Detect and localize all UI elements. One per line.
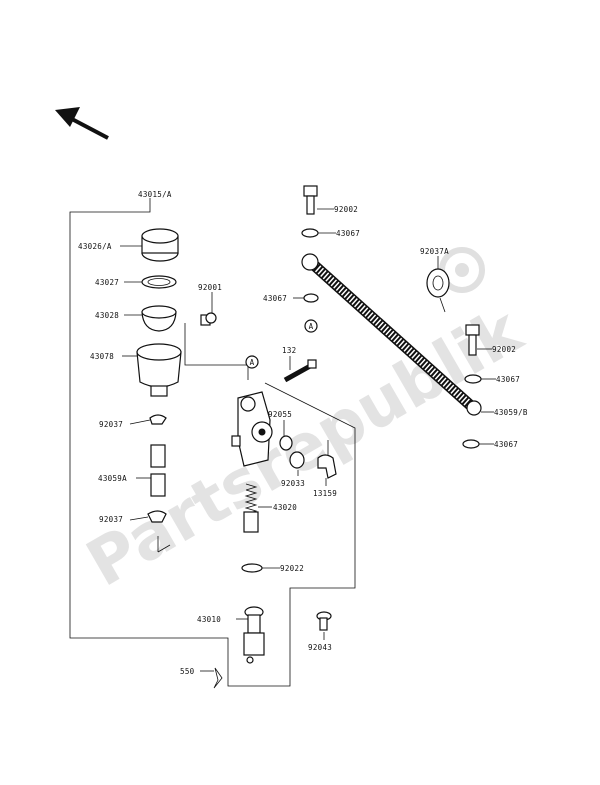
ref-marker-a-hose: A bbox=[304, 319, 318, 333]
label-clevis-pin: 92043 bbox=[308, 643, 332, 652]
washer-top bbox=[301, 228, 319, 238]
label-plate: 43027 bbox=[95, 278, 119, 287]
ref-marker-label: A bbox=[309, 322, 314, 331]
label-cotter-pin: 550 bbox=[180, 667, 195, 676]
cotter-pin bbox=[213, 667, 223, 689]
o-ring bbox=[279, 435, 293, 451]
label-screw: 92001 bbox=[198, 283, 222, 292]
label-push-rod: 43010 bbox=[197, 615, 221, 624]
bolt-right bbox=[465, 324, 480, 356]
label-washer-bottom: 43067 bbox=[494, 440, 518, 449]
washer-right bbox=[464, 374, 482, 384]
hose-clamp-bottom bbox=[147, 510, 167, 523]
label-o-ring: 92055 bbox=[268, 410, 292, 419]
label-washer-top: 43067 bbox=[336, 229, 360, 238]
label-diaphragm: 43028 bbox=[95, 311, 119, 320]
elbow-fitting bbox=[317, 440, 337, 479]
ref-marker-a-body: A bbox=[245, 355, 259, 369]
label-circlip: 92022 bbox=[280, 564, 304, 573]
label-elbow: 13159 bbox=[313, 489, 337, 498]
washer-bottom bbox=[462, 439, 480, 449]
label-washer-mid: 43067 bbox=[263, 294, 287, 303]
arrow-up-left-icon bbox=[55, 107, 109, 140]
label-washer-right: 43067 bbox=[496, 375, 520, 384]
label-clamp-bottom: 92037 bbox=[99, 515, 123, 524]
label-assembly: 43015/A bbox=[138, 190, 172, 199]
assembly-frame bbox=[69, 198, 356, 687]
diaphragm bbox=[141, 305, 177, 332]
label-bolt-right: 92002 bbox=[492, 345, 516, 354]
push-rod bbox=[243, 606, 265, 664]
label-banjo: 92037A bbox=[420, 247, 449, 256]
reservoir-plate bbox=[141, 275, 177, 289]
clevis-pin bbox=[316, 611, 332, 631]
circlip bbox=[241, 563, 263, 573]
master-cylinder-body bbox=[231, 391, 273, 467]
washer-mid bbox=[303, 293, 319, 303]
spring bbox=[243, 483, 259, 533]
hose-clamp-top bbox=[149, 414, 167, 425]
body-bolt bbox=[283, 359, 317, 383]
label-body-bolt: 132 bbox=[282, 346, 296, 355]
label-reservoir: 43078 bbox=[90, 352, 114, 361]
label-circlip-small: 92033 bbox=[281, 479, 305, 488]
label-cap: 43026/A bbox=[78, 242, 112, 251]
brake-hose bbox=[301, 253, 482, 416]
label-spring: 43020 bbox=[273, 503, 297, 512]
screw bbox=[200, 312, 217, 326]
label-hose: 43059/B bbox=[494, 408, 528, 417]
label-clamp-top: 92037 bbox=[99, 420, 123, 429]
banjo-fitting bbox=[426, 268, 450, 313]
label-short-hose: 43059A bbox=[98, 474, 127, 483]
leader-lines bbox=[120, 208, 496, 672]
ref-marker-label: A bbox=[250, 358, 255, 367]
bolt-top bbox=[303, 185, 318, 215]
circlip-small bbox=[289, 451, 305, 469]
short-hose bbox=[150, 444, 166, 497]
label-bolt-top: 92002 bbox=[334, 205, 358, 214]
reservoir-cap bbox=[141, 228, 179, 262]
reservoir bbox=[136, 343, 182, 397]
